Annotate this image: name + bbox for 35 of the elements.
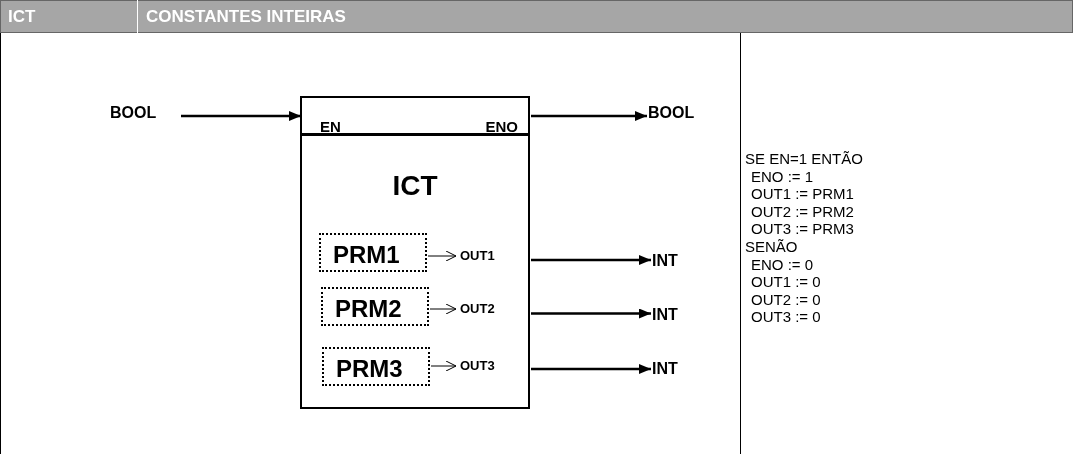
pin-name: OUT3 — [457, 354, 530, 378]
code-line: OUT3 := PRM3 — [751, 220, 854, 238]
output-type-label: INT — [652, 306, 702, 328]
output-type-label: INT — [652, 360, 702, 382]
arrow — [429, 303, 457, 315]
arrow — [430, 360, 457, 372]
arrow — [531, 111, 647, 121]
code-line: ENO := 1 — [751, 167, 814, 185]
input-type-label: BOOL — [110, 104, 180, 126]
code-line: ENO := 0 — [751, 255, 814, 273]
pin-name: EN — [302, 106, 352, 136]
arrow — [531, 255, 651, 265]
pin-name: OUT2 — [457, 297, 530, 321]
code-line: OUT2 := PRM2 — [751, 202, 854, 220]
code-line: OUT3 := 0 — [751, 308, 821, 326]
block-title: ICT — [391, 170, 439, 202]
pin-name: OUT1 — [457, 244, 530, 268]
code-line: SE EN=1 ENTÃO — [745, 150, 863, 167]
parameter-box: PRM1 — [319, 233, 427, 272]
arrow — [181, 111, 301, 121]
pin-name: ENO — [462, 106, 530, 136]
code-line: OUT2 := 0 — [751, 290, 821, 308]
arrow — [427, 250, 457, 262]
header-text: CONSTANTES INTEIRAS — [146, 7, 346, 27]
parameter-box: PRM2 — [321, 287, 429, 326]
parameter-box: PRM3 — [322, 347, 430, 386]
code-line: SENÃO — [745, 238, 798, 255]
code-line: OUT1 := 0 — [751, 273, 821, 291]
code-line: OUT1 := PRM1 — [751, 185, 854, 203]
arrow — [531, 308, 651, 319]
output-type-label: INT — [652, 252, 702, 274]
header-text: ICT — [8, 7, 36, 27]
function-block — [300, 96, 530, 409]
arrow — [531, 364, 651, 374]
output-type-label: BOOL — [648, 104, 718, 126]
